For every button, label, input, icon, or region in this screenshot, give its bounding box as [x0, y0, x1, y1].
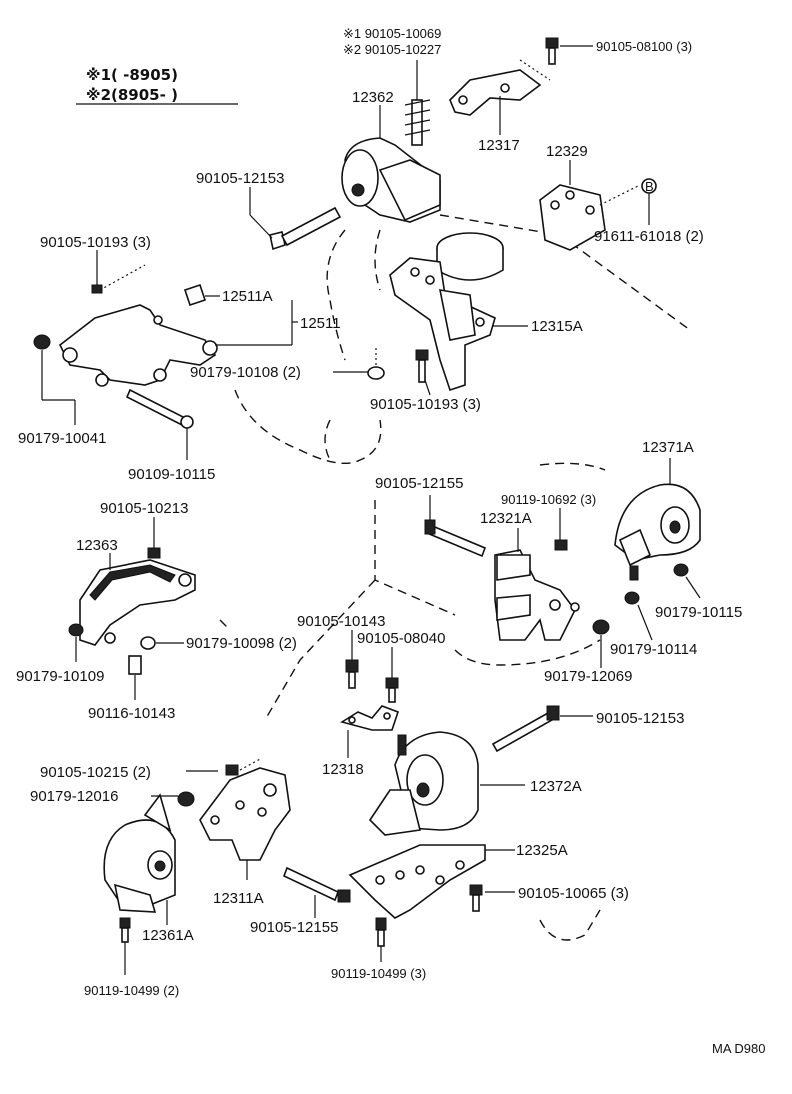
mount-12361A: [103, 793, 176, 943]
label-12511A: 12511A: [222, 288, 273, 305]
label-12372A: 12372A: [530, 778, 582, 795]
label-90105-08040: 90105-08040: [357, 630, 445, 647]
label-90119-10499-bottom: 90119-10499 (3): [331, 966, 426, 981]
label-90105-12155-bottom: 90105-12155: [250, 919, 338, 936]
label-12329: 12329: [546, 143, 588, 160]
mount-12371A: [614, 483, 701, 605]
bracket-12315A: [389, 257, 496, 392]
label-90179-10108: 90179-10108 (2): [190, 364, 301, 381]
label-90109-10115: 90109-10115: [128, 466, 215, 483]
label-90105-08100: 90105-08100 (3): [596, 39, 692, 54]
label-90105-10227: ※2 90105-10227: [343, 42, 441, 57]
label-12318: 12318: [322, 761, 364, 778]
engine-outline: [219, 214, 691, 941]
label-90179-10114: 90179-10114: [610, 641, 697, 658]
bracket-12321A: [424, 519, 610, 641]
mount-12372A: [368, 705, 560, 836]
label-90105-10069: ※1 90105-10069: [343, 26, 441, 41]
label-12321A: 12321A: [480, 510, 532, 527]
bracket-12311A: [177, 757, 291, 861]
bolt-90105-12153-top: [269, 206, 342, 251]
label-90105-10213: 90105-10213: [100, 500, 188, 517]
label-90119-10499-left: 90119-10499 (2): [84, 983, 179, 998]
nut-90179-10108: [367, 345, 385, 380]
label-90179-10041: 90179-10041: [18, 430, 106, 447]
bracket-12511: [33, 264, 218, 429]
diagram-code: MA D980: [712, 1041, 765, 1056]
label-90179-10109: 90179-10109: [16, 668, 104, 685]
part-labels: ※1 90105-10069 ※2 90105-10227 90105-0810…: [16, 26, 765, 1056]
leader-lines: [41, 45, 701, 975]
label-90179-12069: 90179-12069: [544, 668, 632, 685]
bracket-12329: B: [539, 178, 657, 251]
label-90179-12016: 90179-12016: [30, 788, 118, 805]
bolt-90105-10143: [345, 659, 359, 689]
legend-line-2: ※2(8905- ): [86, 86, 178, 104]
label-90105-10193-center: 90105-10193 (3): [370, 396, 481, 413]
label-90105-10193-left: 90105-10193 (3): [40, 234, 151, 251]
bracket-12363: [68, 547, 196, 675]
label-12317: 12317: [478, 137, 520, 154]
label-12325A: 12325A: [516, 842, 568, 859]
bracket-12325A: [282, 844, 486, 947]
label-12511: 12511: [300, 315, 341, 332]
label-12315A: 12315A: [531, 318, 583, 335]
bolt-90105-10193-center: [415, 349, 429, 383]
label-90179-10098: 90179-10098 (2): [186, 635, 297, 652]
circle-b-label: B: [645, 179, 654, 194]
cylinder-mount: [436, 232, 504, 281]
label-12371A: 12371A: [642, 439, 694, 456]
label-12363: 12363: [76, 537, 118, 554]
label-90105-12155-top: 90105-12155: [375, 475, 463, 492]
bracket-12318: [340, 705, 400, 731]
label-91611-61018: 91611-61018 (2): [594, 228, 704, 245]
label-90105-10143: 90105-10143: [297, 613, 385, 630]
label-90105-12153-top: 90105-12153: [196, 170, 284, 187]
bolt-90105-08100: [545, 37, 559, 65]
label-90105-12153-bottom: 90105-12153: [596, 710, 684, 727]
label-12311A: 12311A: [213, 890, 264, 907]
bracket-12317: [449, 59, 551, 116]
label-90105-10215: 90105-10215 (2): [40, 764, 151, 781]
label-12361A: 12361A: [142, 927, 194, 944]
label-90179-10115: 90179-10115: [655, 604, 742, 621]
label-90116-10143: 90116-10143: [88, 705, 175, 722]
mount-12362: [341, 99, 441, 223]
label-12362: 12362: [352, 89, 394, 106]
legend-line-1: ※1( -8905): [86, 66, 178, 84]
bolt-90105-08040: [385, 677, 399, 703]
legend: ※1( -8905) ※2(8905- ): [76, 66, 238, 105]
label-90119-10692: 90119-10692 (3): [501, 492, 596, 507]
label-90105-10065: 90105-10065 (3): [518, 885, 629, 902]
